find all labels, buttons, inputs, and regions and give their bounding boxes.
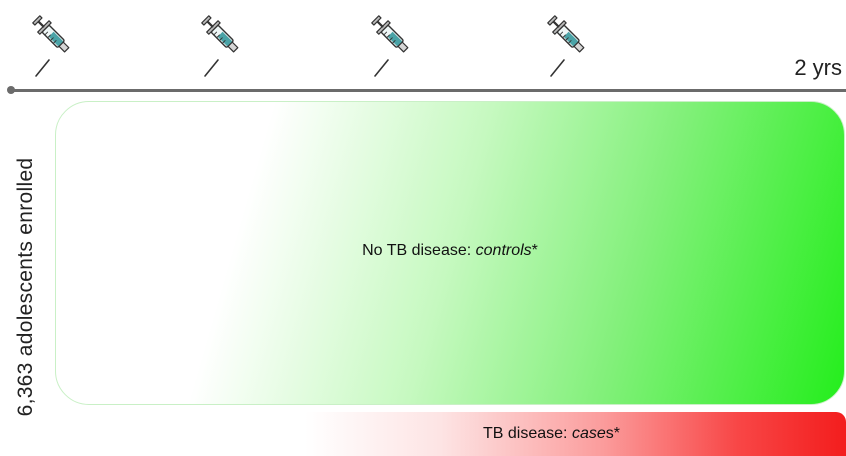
cases-label-suffix: s* [606, 425, 620, 442]
cases-label: TB disease: cases* [483, 425, 620, 443]
cases-label-emphasis: case [572, 425, 606, 442]
timeline-axis [10, 89, 846, 92]
syringe-icon [545, 4, 617, 80]
controls-label: No TB disease: controls* [56, 242, 844, 260]
cohort-enrolled-label: 6,363 adolescents enrolled [14, 158, 38, 417]
cases-region: TB disease: cases* [305, 412, 846, 456]
controls-label-suffix: * [532, 242, 538, 259]
syringe-icon [369, 4, 441, 80]
syringe-icon [30, 4, 102, 80]
cases-label-prefix: TB disease: [483, 425, 572, 442]
timeline-end-label: 2 yrs [794, 55, 842, 81]
syringe-icon [199, 4, 271, 80]
controls-label-prefix: No TB disease: [362, 242, 476, 259]
controls-label-emphasis: controls [476, 242, 532, 259]
controls-region: No TB disease: controls* [55, 101, 845, 405]
